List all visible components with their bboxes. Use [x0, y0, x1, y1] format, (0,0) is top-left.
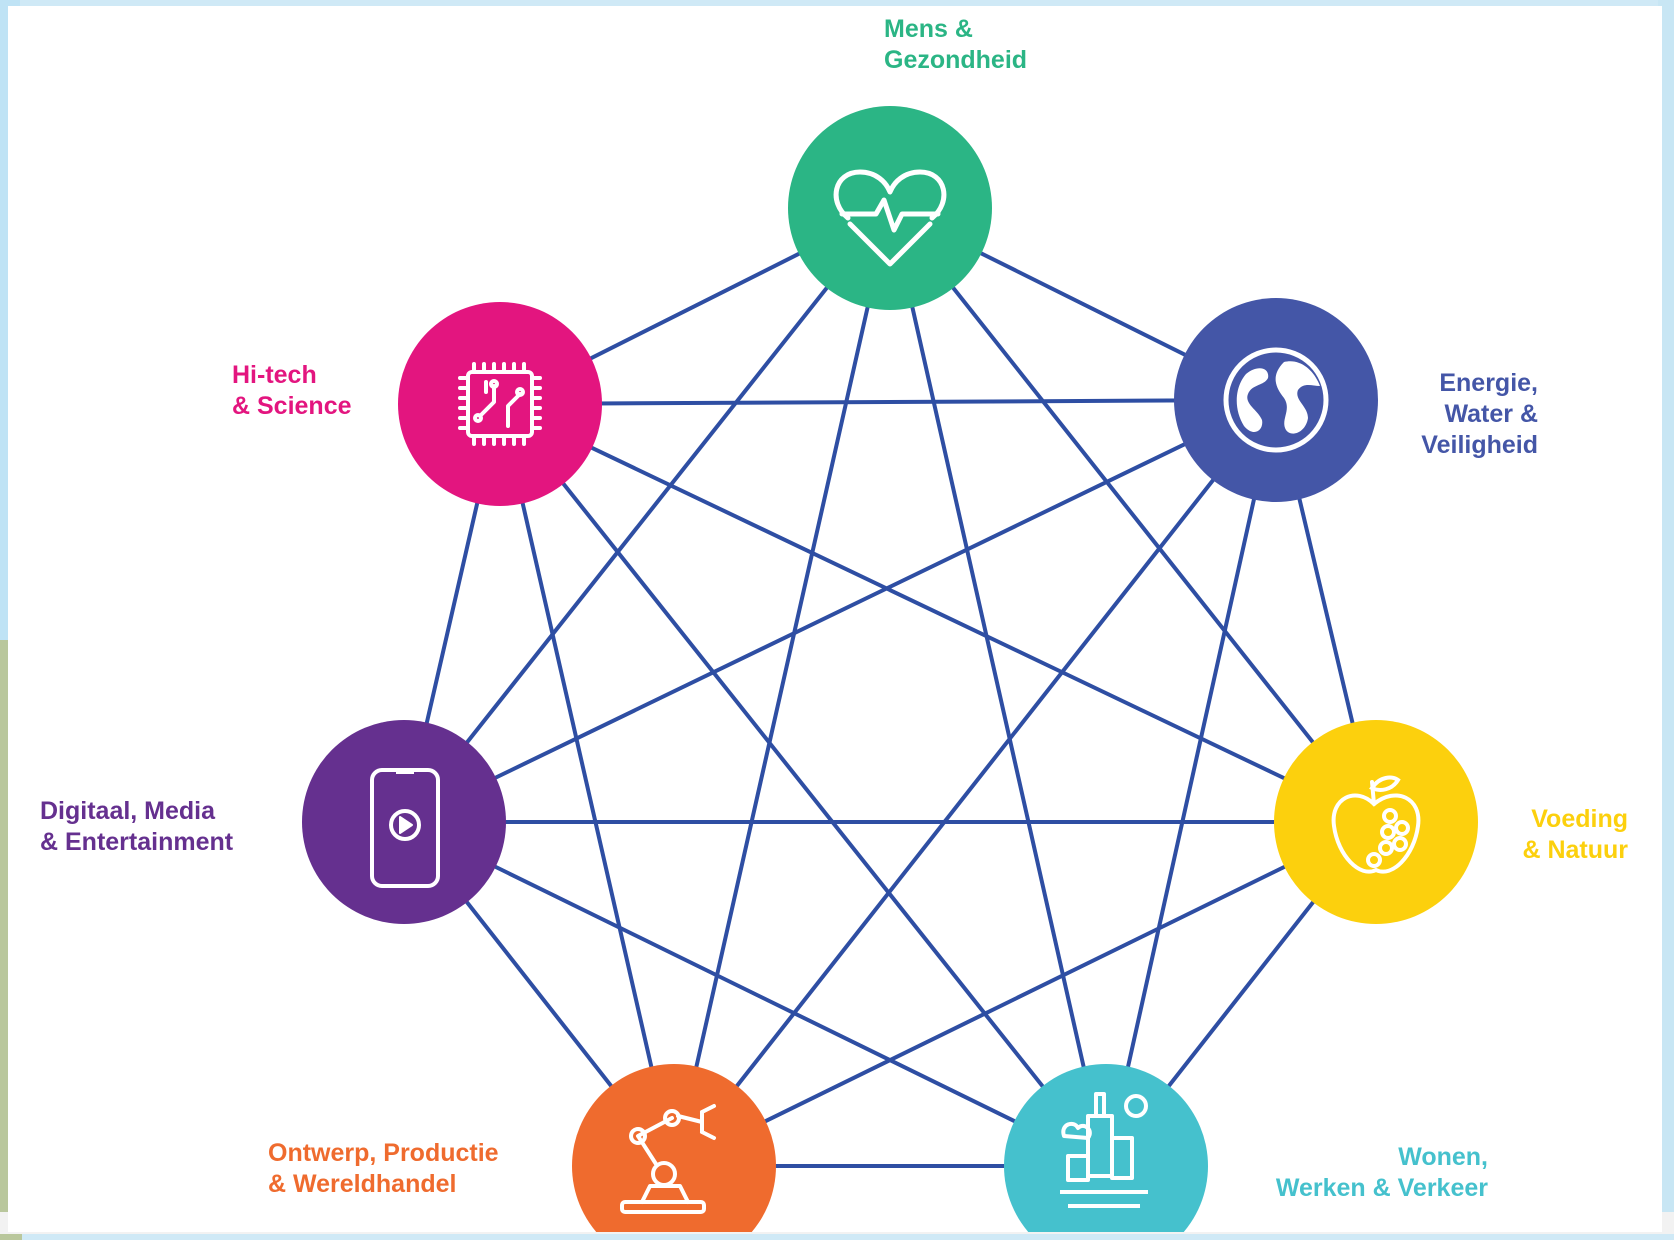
- globe-icon: [1223, 347, 1329, 453]
- connection-line: [498, 403, 676, 1167]
- node-digitaal-label-line1: Digitaal, Media: [40, 797, 216, 825]
- node-mens-label-line2: Gezondheid: [884, 46, 1028, 74]
- node-hitech[interactable]: [398, 302, 602, 506]
- smartphone-play-icon: [370, 768, 440, 888]
- node-mens-label-line1: Mens &: [884, 15, 973, 43]
- node-energie-circle: [1174, 298, 1378, 502]
- node-voeding-label-line1: Voeding: [1531, 805, 1628, 833]
- robot-arm-icon: [620, 1104, 716, 1214]
- connection-line: [1104, 399, 1278, 1167]
- node-hitech-circle: [398, 302, 602, 506]
- apple-icon: [1331, 775, 1421, 874]
- node-mens-label: Mens & Gezondheid: [884, 14, 1027, 76]
- node-hitech-label-line2: & Science: [232, 392, 352, 420]
- connection-line: [402, 206, 892, 824]
- node-mens-circle: [788, 106, 992, 310]
- diagram-card: Mens & Gezondheid Energie, Water & Veili…: [8, 6, 1662, 1232]
- heart-pulse-icon: [833, 169, 947, 267]
- node-voeding-label-line2: & Natuur: [1522, 836, 1628, 864]
- background-edge-right: [1658, 0, 1674, 1234]
- node-voeding-circle: [1274, 720, 1478, 924]
- node-ontwerp-label-line1: Ontwerp, Productie: [268, 1139, 499, 1167]
- connection-line: [672, 398, 1278, 1168]
- node-digitaal-label-line2: & Entertainment: [40, 828, 234, 856]
- city-skyline-icon: [1060, 1092, 1148, 1208]
- microchip-icon: [458, 362, 542, 446]
- node-hitech-label: Hi-tech & Science: [232, 360, 352, 422]
- node-ontwerp-circle: [572, 1064, 776, 1232]
- connection-line: [673, 820, 1377, 1168]
- network-diagram: [302, 106, 1478, 1232]
- node-digitaal-label: Digitaal, Media & Entertainment: [40, 796, 233, 858]
- node-wonen-circle: [1004, 1064, 1208, 1232]
- node-wonen[interactable]: [1004, 1064, 1208, 1232]
- connection-line: [888, 207, 1108, 1167]
- connection-line: [499, 402, 1377, 824]
- node-ontwerp-label-line2: & Wereldhandel: [268, 1170, 457, 1198]
- node-hitech-label-line1: Hi-tech: [232, 361, 317, 389]
- node-ontwerp-label: Ontwerp, Productie & Wereldhandel: [268, 1138, 499, 1200]
- connection-line: [888, 206, 1378, 824]
- connection-line: [672, 207, 892, 1167]
- node-digitaal[interactable]: [302, 720, 506, 924]
- node-wonen-label: Wonen, Werken & Verkeer: [1228, 1142, 1488, 1204]
- node-energie-label-line3: Veiligheid: [1421, 431, 1538, 459]
- connection-line: [403, 398, 1277, 824]
- connection-line: [498, 402, 1108, 1168]
- node-voeding[interactable]: [1274, 720, 1478, 924]
- node-energie[interactable]: [1174, 298, 1378, 502]
- node-energie-label: Energie, Water & Veiligheid: [1378, 368, 1538, 461]
- connection-line: [499, 398, 1277, 406]
- connection-line: [403, 820, 1107, 1168]
- node-energie-label-line1: Energie,: [1439, 369, 1538, 397]
- node-mens[interactable]: [788, 106, 992, 310]
- node-wonen-label-line1: Wonen,: [1398, 1143, 1488, 1171]
- node-voeding-label: Voeding & Natuur: [1488, 804, 1628, 866]
- node-wonen-label-line2: Werken & Verkeer: [1275, 1174, 1488, 1202]
- node-energie-label-line2: Water &: [1444, 400, 1538, 428]
- node-ontwerp[interactable]: [572, 1064, 776, 1232]
